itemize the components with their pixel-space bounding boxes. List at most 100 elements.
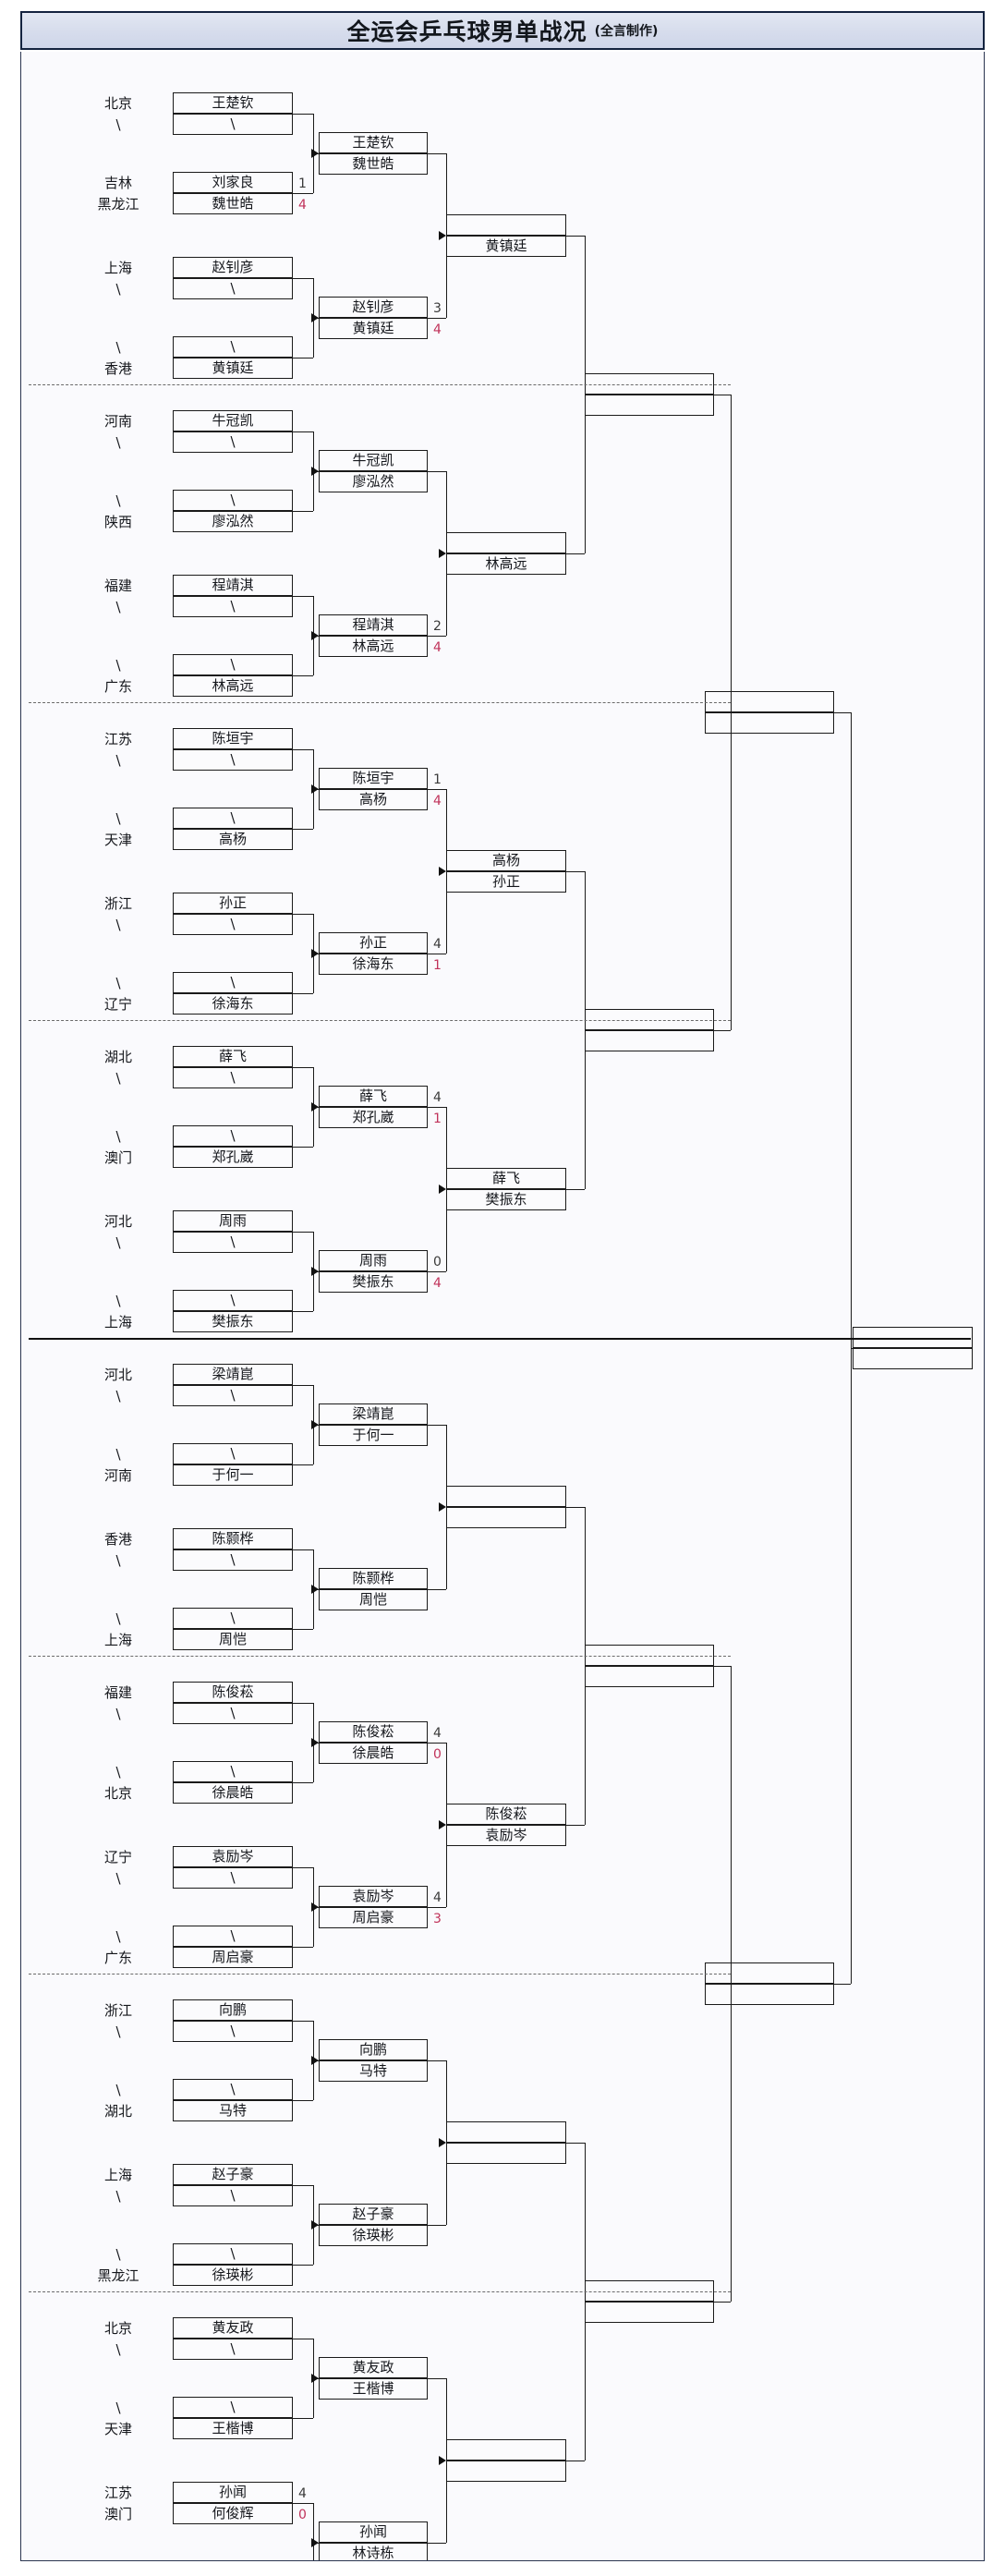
connector-arrow <box>311 1420 319 1429</box>
r3-cell-bottom: 林高远 <box>446 553 566 575</box>
connector-line <box>293 1703 313 1704</box>
r1-province-bottom: 澳门 <box>103 2506 132 2522</box>
connector-arrow <box>439 549 446 558</box>
connector-line <box>446 2060 447 2225</box>
r1-cell-bottom: \ <box>173 1385 293 1406</box>
r1-cell-bottom: 王楷博 <box>173 2418 293 2439</box>
title-bar: 全运会乒乓球男单战况 (全言制作) <box>20 11 985 50</box>
r2-cell-top: 黄友政 <box>319 2357 428 2378</box>
connector-line <box>731 1666 732 2302</box>
r2-score-bottom: 3 <box>433 1912 442 1926</box>
connector-arrow <box>439 2456 446 2465</box>
group-divider <box>29 1656 731 1657</box>
r1-cell-top: 袁励岑 <box>173 1846 293 1867</box>
r2-cell-top: 袁励岑 <box>319 1886 428 1907</box>
r1-cell-bottom: 郑孔崴 <box>173 1147 293 1168</box>
connector-line <box>566 1507 585 1508</box>
connector-arrow <box>311 1267 319 1276</box>
r1-cell-top: \ <box>173 1926 293 1947</box>
r2-score-top: 1 <box>433 772 442 787</box>
connector-line <box>293 749 313 750</box>
r1-cell-top: 黄友政 <box>173 2317 293 2339</box>
r1-province-top: \ <box>115 339 121 356</box>
r2-score-bottom: 1 <box>433 958 442 973</box>
r1-cell-bottom: \ <box>173 2339 293 2360</box>
r1-province-top: 北京 <box>103 2320 132 2337</box>
r1-province-top: \ <box>115 1928 121 1945</box>
r1-cell-top: 陈垣宇 <box>173 728 293 749</box>
connector-line <box>585 2143 586 2461</box>
r3-cell-top: 高杨 <box>446 850 566 871</box>
r2-cell-top: 向鹏 <box>319 2039 428 2060</box>
connector-line <box>428 1743 446 1744</box>
r1-province-top: 浙江 <box>103 2002 132 2019</box>
r1-province-bottom: 黑龙江 <box>97 2267 139 2284</box>
r1-province-top: 江苏 <box>103 731 132 747</box>
r4-cell-bottom <box>585 2302 714 2323</box>
r1-cell-bottom: 黄镇廷 <box>173 358 293 379</box>
connector-arrow <box>311 2056 319 2065</box>
connector-line <box>428 471 446 472</box>
r1-cell-bottom: \ <box>173 1703 293 1724</box>
r1-province-bottom: 陕西 <box>103 514 132 530</box>
r1-province-bottom: 北京 <box>103 1785 132 1802</box>
r2-score-top: 2 <box>433 619 442 634</box>
connector-line <box>293 2503 313 2504</box>
r1-province-bottom: \ <box>115 599 121 615</box>
r1-cell-bottom: 廖泓然 <box>173 511 293 532</box>
r1-province-bottom: \ <box>115 917 121 933</box>
r1-cell-top: 牛冠凯 <box>173 410 293 431</box>
r1-province-bottom: \ <box>115 1552 121 1569</box>
r1-cell-bottom: 于何一 <box>173 1464 293 1486</box>
r1-province-top: \ <box>115 657 121 674</box>
r1-cell-bottom: \ <box>173 278 293 299</box>
r4-cell-bottom <box>585 395 714 416</box>
r1-province-top: \ <box>115 1446 121 1463</box>
r1-cell-bottom: 周启豪 <box>173 1947 293 1968</box>
r1-cell-top: 王楚钦 <box>173 92 293 114</box>
group-divider <box>29 384 731 385</box>
connector-line <box>834 1984 851 1985</box>
connector-line <box>293 993 313 994</box>
r1-province-bottom: \ <box>115 1070 121 1087</box>
r1-cell-top: \ <box>173 1608 293 1629</box>
r2-score-top: 3 <box>433 301 442 316</box>
r1-province-top: 上海 <box>103 260 132 276</box>
r1-province-bottom: \ <box>115 1234 121 1251</box>
r2-cell-top: 陈垣宇 <box>319 768 428 789</box>
r1-cell-top: 孙闻 <box>173 2482 293 2503</box>
connector-line <box>293 2100 313 2101</box>
connector-line <box>428 2225 446 2226</box>
r2-score-bottom: 1 <box>433 1112 442 1126</box>
r1-cell-bottom: \ <box>173 2185 293 2206</box>
r1-province-bottom: 辽宁 <box>103 996 132 1013</box>
r1-province-top: \ <box>115 1764 121 1780</box>
connector-line <box>446 1107 447 1271</box>
r2-score-bottom: 4 <box>433 794 442 808</box>
connector-line <box>731 395 732 1030</box>
r1-cell-bottom: 徐海东 <box>173 993 293 1015</box>
connector-line <box>566 1189 585 1190</box>
r1-cell-top: 陈颢桦 <box>173 1528 293 1549</box>
r1-cell-top: 赵子豪 <box>173 2164 293 2185</box>
r1-province-top: \ <box>115 2082 121 2098</box>
connector-line <box>293 596 313 597</box>
r1-cell-top: 陈俊菘 <box>173 1682 293 1703</box>
r1-province-top: 河北 <box>103 1367 132 1383</box>
connector-line <box>851 1348 853 1349</box>
r1-province-bottom: 香港 <box>103 360 132 377</box>
final-cell-bottom <box>853 1348 973 1369</box>
connector-line <box>566 1825 585 1826</box>
r1-province-top: 辽宁 <box>103 1849 132 1865</box>
r1-province-bottom: 天津 <box>103 832 132 848</box>
r3-cell-top <box>446 2439 566 2461</box>
connector-arrow <box>311 1902 319 1912</box>
connector-arrow <box>439 1502 446 1512</box>
connector-line <box>566 553 585 554</box>
connector-line <box>428 1271 446 1272</box>
r1-province-bottom: \ <box>115 2341 121 2358</box>
connector-line <box>446 789 447 954</box>
r2-cell-bottom: 廖泓然 <box>319 471 428 492</box>
connector-line <box>293 114 313 115</box>
